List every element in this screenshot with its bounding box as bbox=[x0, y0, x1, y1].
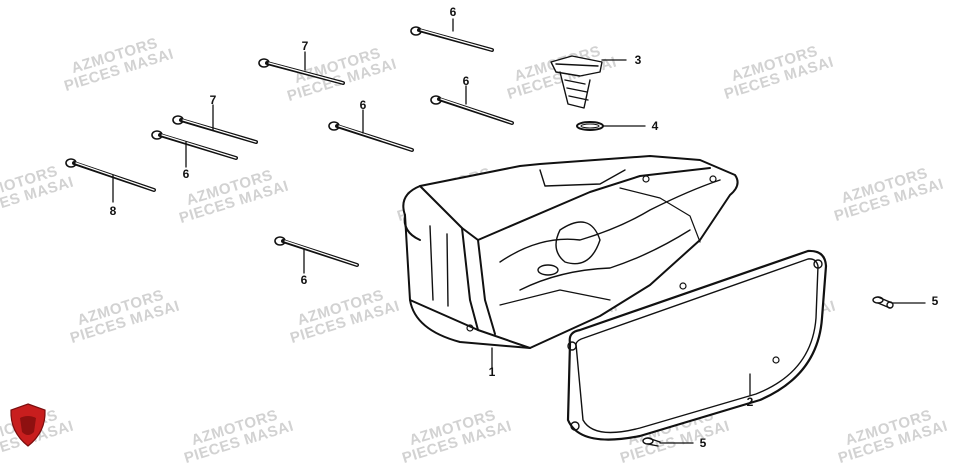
callout-number: 3 bbox=[634, 53, 642, 67]
azmotors-logo bbox=[10, 403, 46, 447]
callout-number: 6 bbox=[182, 167, 190, 181]
crankcase-cover-part bbox=[402, 155, 739, 349]
callout-number: 5 bbox=[931, 294, 939, 308]
exploded-view-drawing bbox=[65, 18, 926, 447]
callout-number: 6 bbox=[359, 98, 367, 112]
callout-number: 1 bbox=[488, 365, 496, 379]
bolt-6-mid bbox=[430, 95, 514, 125]
callout-number: 4 bbox=[651, 119, 659, 133]
gasket-part bbox=[566, 249, 828, 441]
bolt-6-bottom bbox=[274, 236, 359, 267]
callout-number: 6 bbox=[462, 74, 470, 88]
callout-number: 6 bbox=[449, 5, 457, 19]
connector-part bbox=[550, 55, 603, 109]
bolt-7-upper bbox=[258, 58, 345, 85]
dowel-pin-part bbox=[872, 296, 894, 309]
bolt-6-left bbox=[151, 130, 238, 160]
bolt-6-center bbox=[328, 121, 414, 152]
bolt-6-top bbox=[410, 26, 494, 52]
callout-number: 2 bbox=[746, 395, 754, 409]
callout-number: 6 bbox=[300, 273, 308, 287]
bolt-7-lower bbox=[172, 115, 258, 144]
callout-number: 8 bbox=[109, 204, 117, 218]
bolt-8 bbox=[65, 158, 156, 192]
dowel-pin-part bbox=[642, 437, 661, 447]
callout-number: 5 bbox=[699, 436, 707, 450]
callout-number: 7 bbox=[209, 93, 217, 107]
callout-number: 7 bbox=[301, 39, 309, 53]
leader-lines bbox=[112, 18, 926, 444]
